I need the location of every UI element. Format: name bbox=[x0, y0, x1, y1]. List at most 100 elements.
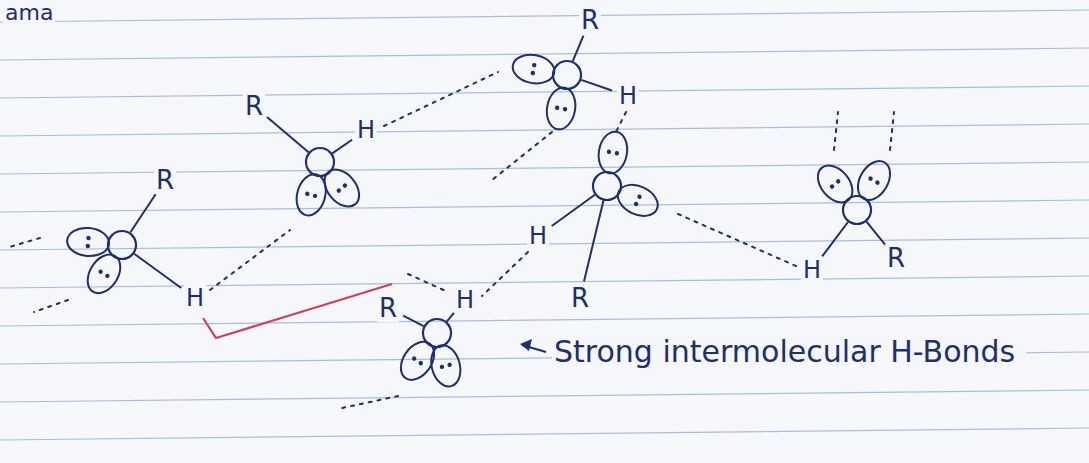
atom-label: H bbox=[454, 287, 476, 313]
oxygen-atom bbox=[553, 61, 581, 89]
orbital-lobe bbox=[811, 159, 859, 209]
atom-label: R bbox=[885, 244, 907, 273]
ruled-line bbox=[0, 314, 1089, 326]
atom-label: R bbox=[579, 6, 601, 35]
atom-label: ama bbox=[3, 1, 55, 25]
electron-dot bbox=[633, 201, 639, 207]
covalent-bond bbox=[584, 201, 604, 282]
orbital-lobe bbox=[81, 249, 127, 299]
covalent-bond bbox=[130, 194, 155, 232]
hydrogen-bond bbox=[408, 274, 448, 292]
ruled-line bbox=[0, 124, 1089, 136]
hydrogen-bond bbox=[492, 132, 552, 180]
atom-label: H bbox=[184, 285, 206, 311]
electron-dot bbox=[418, 360, 424, 366]
electron-dot bbox=[312, 193, 317, 198]
ruled-line bbox=[0, 276, 1089, 288]
lone-pair-orbital bbox=[66, 226, 110, 258]
oxygen-atom bbox=[843, 196, 871, 224]
covalent-bond bbox=[581, 80, 612, 91]
electron-dot bbox=[835, 178, 841, 184]
highlight-line bbox=[203, 284, 392, 338]
hydrogen-bond bbox=[834, 112, 838, 150]
lone-pair-orbital bbox=[427, 342, 465, 390]
orbital-lobe bbox=[510, 52, 556, 87]
ruled-line bbox=[0, 428, 1089, 440]
lone-pair-orbital bbox=[544, 85, 579, 131]
alcohol-molecule bbox=[510, 36, 612, 132]
covalent-bond bbox=[267, 117, 309, 152]
electron-dot bbox=[868, 176, 874, 182]
electron-dot bbox=[85, 244, 90, 249]
ruled-line bbox=[0, 86, 1089, 98]
ruled-line bbox=[0, 200, 1089, 212]
atom-label: H bbox=[617, 83, 639, 109]
orbital-lobe bbox=[427, 342, 465, 390]
alcohol-molecule bbox=[66, 194, 181, 299]
atom-label: R bbox=[154, 166, 176, 195]
electron-dot bbox=[614, 151, 619, 156]
lone-pair-orbital bbox=[811, 159, 859, 209]
covalent-bond bbox=[134, 254, 181, 288]
atom-label: R bbox=[243, 92, 265, 121]
hydrogen-bond bbox=[678, 214, 796, 266]
arrowhead bbox=[520, 339, 532, 351]
alcohol-molecule bbox=[811, 155, 897, 256]
electron-dot bbox=[562, 107, 567, 112]
covalent-bond bbox=[552, 195, 595, 226]
electron-dot bbox=[342, 182, 348, 188]
lone-pair-orbital bbox=[851, 155, 896, 205]
hydrogen-bond bbox=[342, 396, 398, 408]
electron-dot bbox=[874, 180, 880, 186]
oxygen-atom bbox=[423, 319, 451, 347]
oxygen-atom bbox=[593, 172, 621, 200]
covalent-bond bbox=[573, 36, 584, 61]
electron-dot bbox=[86, 236, 91, 241]
electron-dot bbox=[439, 364, 444, 369]
oxygen-atom bbox=[108, 231, 136, 259]
orbital-lobe bbox=[318, 163, 366, 213]
hydrogen-bond bbox=[6, 238, 40, 248]
lone-pair-orbital bbox=[394, 336, 441, 386]
covalent-bond bbox=[447, 313, 454, 322]
electron-dot bbox=[606, 149, 611, 154]
alcohol-molecule bbox=[267, 117, 366, 219]
lone-pair-orbital bbox=[595, 129, 630, 175]
lone-pair-orbital bbox=[318, 163, 366, 213]
ruled-line bbox=[0, 390, 1089, 402]
hydrogen-bond bbox=[210, 230, 290, 290]
covalent-bond bbox=[332, 140, 352, 154]
atom-label: R bbox=[377, 294, 399, 323]
electron-dot bbox=[555, 105, 560, 110]
hydrogen-bond bbox=[34, 300, 68, 312]
electron-dot bbox=[532, 63, 537, 68]
electron-dot bbox=[98, 269, 104, 275]
electron-dot bbox=[336, 188, 342, 194]
hydrogen-bond bbox=[482, 252, 528, 296]
electron-dot bbox=[447, 362, 452, 367]
ruled-line bbox=[0, 10, 1089, 22]
covalent-bond bbox=[866, 222, 885, 245]
hydrogen-bond bbox=[384, 72, 498, 126]
electron-dot bbox=[411, 355, 417, 361]
electron-dot bbox=[637, 194, 643, 200]
hydrogen-bond bbox=[890, 112, 894, 150]
electron-dot bbox=[104, 273, 110, 279]
orbital-lobe bbox=[595, 129, 630, 175]
atom-label: H bbox=[801, 257, 823, 283]
atom-label: H bbox=[527, 223, 549, 249]
orbital-lobe bbox=[394, 336, 441, 386]
covalent-bond bbox=[403, 316, 423, 326]
alcohol-molecule bbox=[552, 129, 663, 281]
alcohol-molecule bbox=[394, 313, 465, 390]
electron-dot bbox=[530, 70, 535, 75]
atom-label: R bbox=[569, 284, 591, 313]
lone-pair-orbital bbox=[510, 52, 556, 87]
orbital-lobe bbox=[851, 155, 896, 205]
covalent-bond bbox=[822, 222, 848, 256]
oxygen-atom bbox=[306, 148, 334, 176]
orbital-lobe bbox=[66, 226, 110, 258]
hydrogen-bond bbox=[614, 112, 626, 136]
electron-dot bbox=[829, 183, 835, 189]
